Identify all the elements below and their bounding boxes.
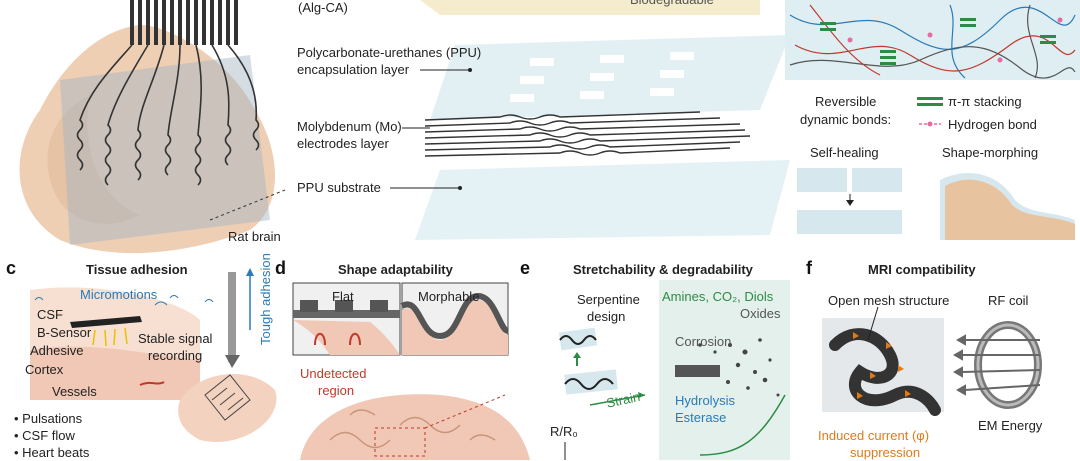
- bullet-text: Heart beats: [22, 445, 90, 460]
- panel-c-letter: c: [6, 258, 17, 278]
- rf-coil-label: RF coil: [988, 293, 1029, 308]
- bullet-item: • Heart beats: [14, 445, 90, 460]
- mo-electrodes-label-2: electrodes layer: [297, 136, 389, 151]
- self-healing-label: Self-healing: [810, 145, 879, 160]
- panel-f-title: MRI compatibility: [868, 262, 976, 277]
- mri-compatibility-illustration: [822, 306, 1042, 416]
- ppu-encapsulation-label-2: encapsulation layer: [297, 62, 410, 77]
- b-sensor-label: B-Sensor: [37, 325, 92, 340]
- alg-ca-label: (Alg-CA): [298, 0, 348, 15]
- shape-adaptability-illustration: [292, 282, 530, 460]
- polymer-network-illustration: [785, 0, 1080, 240]
- bullet-item: • CSF flow: [14, 428, 75, 443]
- panel-d-title: Shape adaptability: [338, 262, 453, 277]
- undetected-label-2: region: [318, 383, 355, 398]
- em-energy-label: EM Energy: [978, 418, 1043, 433]
- stable-signal-label-2: recording: [148, 348, 203, 363]
- panel-d-letter: d: [275, 258, 286, 278]
- stable-signal-label-1: Stable signal: [138, 331, 213, 346]
- biodegradable-label: Biodegradable: [630, 0, 714, 8]
- panel-e-title: Stretchability & degradability: [573, 262, 753, 277]
- layer-stack-illustration: [390, 0, 790, 240]
- induced-current-label-1: Induced current (φ): [818, 428, 930, 443]
- products-label-1: Amines, CO₂, Diols: [662, 289, 774, 304]
- tissue-adhesion-illustration: [30, 268, 277, 442]
- mo-electrodes-label-1: Molybdenum (Mo): [297, 119, 402, 134]
- shape-morphing-label: Shape-morphing: [942, 145, 1039, 160]
- csf-label: CSF: [37, 307, 63, 322]
- ppu-encapsulation-label-1: Polycarbonate-urethanes (PPU): [297, 45, 482, 60]
- panel-e-letter: e: [520, 258, 531, 278]
- serpentine-label-1: Serpentine: [577, 292, 640, 307]
- reversible-label-1: Reversible: [815, 94, 877, 109]
- rr0-axis-label: R/R₀: [550, 424, 578, 439]
- tough-adhesion-label: Tough adhesion: [258, 253, 273, 345]
- bullet-text: CSF flow: [22, 428, 75, 443]
- induced-current-label-2: suppression: [850, 445, 921, 460]
- hydrogen-bond-label: Hydrogen bond: [948, 117, 1037, 132]
- vessels-label: Vessels: [52, 384, 97, 399]
- panel-c-title: Tissue adhesion: [86, 262, 188, 277]
- panel-f-letter: f: [806, 258, 812, 278]
- open-mesh-label: Open mesh structure: [828, 293, 950, 308]
- hydrolysis-label: Hydrolysis: [675, 393, 735, 408]
- micromotions-label: Micromotions: [80, 287, 158, 302]
- serpentine-label-2: design: [587, 309, 626, 324]
- bullet-item: • Pulsations: [14, 411, 83, 426]
- pi-stacking-label: π-π stacking: [948, 94, 1022, 109]
- bullet-text: Pulsations: [22, 411, 83, 426]
- reversible-label-2: dynamic bonds:: [800, 112, 892, 127]
- morphable-label: Morphable: [418, 289, 480, 304]
- adhesive-label: Adhesive: [30, 343, 84, 358]
- rat-brain-label: Rat brain: [228, 229, 281, 244]
- undetected-label-1: Undetected: [300, 366, 367, 381]
- cortex-label: Cortex: [25, 362, 64, 377]
- flat-label: Flat: [332, 289, 354, 304]
- rat-brain-illustration: [19, 0, 286, 254]
- esterase-label: Esterase: [675, 410, 727, 425]
- products-label-2: Oxides: [740, 306, 781, 321]
- corrosion-label: Corrosion: [675, 334, 732, 349]
- ppu-substrate-label: PPU substrate: [297, 180, 381, 195]
- stretchability-illustration: [558, 280, 790, 460]
